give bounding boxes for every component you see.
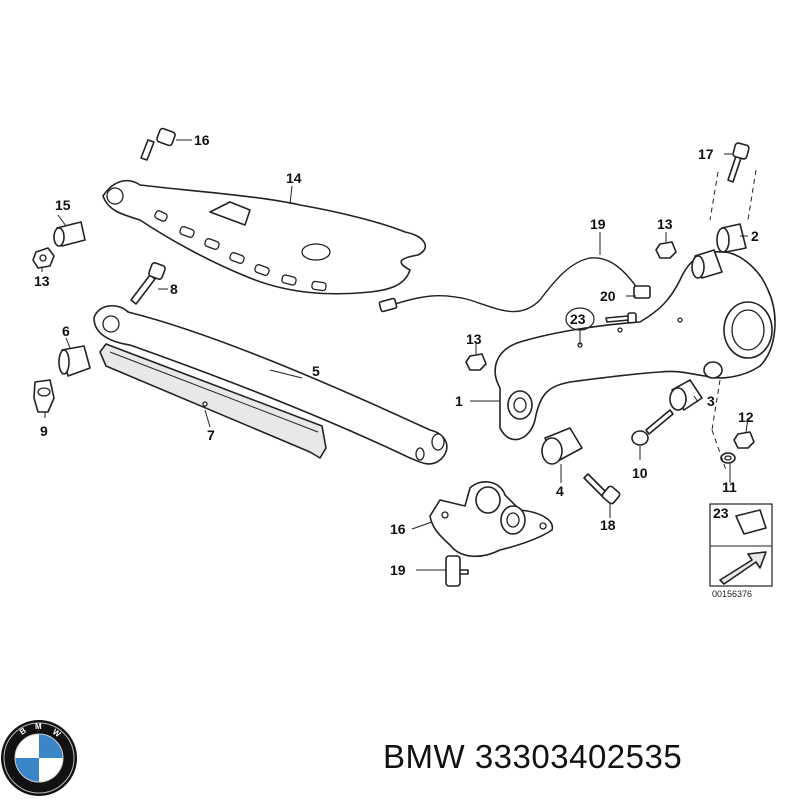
bushing-2-lower	[691, 249, 723, 279]
callout-13-middle: 13	[466, 331, 482, 347]
callout-20: 19	[390, 562, 406, 578]
bolt-22	[605, 312, 637, 324]
dash-17b	[747, 169, 757, 221]
bolt-16	[140, 127, 176, 161]
callout-18: 16	[390, 521, 406, 537]
bushing-4	[541, 427, 583, 465]
wheel-carrier-1	[494, 251, 776, 441]
callout-23: 23	[570, 311, 586, 327]
callout-19: 18	[600, 517, 616, 533]
bushing-15	[53, 221, 86, 247]
bolt-10	[631, 409, 674, 446]
callout-13-left: 13	[34, 273, 50, 289]
part-number: 33303402535	[474, 738, 683, 775]
callout-2: 2	[751, 228, 759, 244]
sleeve-9	[33, 379, 55, 413]
nut-12	[733, 431, 755, 449]
link-5	[93, 305, 448, 465]
bolt-20	[445, 555, 469, 587]
callout-1: 1	[455, 393, 463, 409]
callout-7: 7	[207, 427, 215, 443]
cover-7	[99, 343, 327, 459]
callout-6: 6	[62, 323, 70, 339]
callout-9: 9	[40, 423, 48, 439]
bmw-logo: B M W	[1, 720, 77, 796]
control-arm-14	[102, 179, 427, 295]
callout-3: 3	[707, 393, 715, 409]
part-caption: BMW 33303402535	[383, 738, 682, 776]
leader-lines	[41, 139, 749, 571]
callout-11: 11	[722, 479, 737, 495]
dash-17	[709, 171, 719, 221]
callout-13-upper: 13	[657, 216, 673, 232]
svg-text:W: W	[51, 727, 63, 739]
callout-5: 5	[312, 363, 320, 379]
inset-23	[709, 503, 773, 587]
callout-17: 17	[698, 146, 714, 162]
washer-11	[720, 452, 736, 464]
brand-name: BMW	[383, 738, 466, 775]
callout-8: 8	[170, 281, 178, 297]
bushing-2	[716, 223, 747, 253]
callout-16: 16	[194, 132, 210, 148]
bushing-3	[669, 379, 703, 411]
svg-text:M: M	[35, 722, 42, 731]
callout-23-ring	[565, 307, 595, 331]
nut-13-left	[32, 247, 55, 269]
callout-15: 15	[55, 197, 71, 213]
bushing-6	[58, 345, 91, 377]
nut-13-middle	[465, 353, 487, 371]
drawing-number: 00156376	[712, 589, 752, 599]
nut-13-upper-right	[655, 241, 677, 259]
dash-12	[711, 429, 727, 471]
callout-12: 12	[738, 409, 754, 425]
callout-21: 19	[590, 216, 606, 232]
bolt-19	[583, 473, 621, 505]
callout-23-inset: 23	[713, 505, 729, 521]
svg-text:B: B	[18, 726, 28, 737]
callout-14: 14	[286, 170, 302, 186]
callout-4: 4	[556, 483, 564, 499]
callout-labels: 16 14 15 13 8 6 9 5 7 19 13 17 2 20 23 1…	[34, 132, 759, 599]
sensor-cable-21	[378, 257, 651, 313]
bolt-17	[727, 142, 750, 183]
callout-10: 10	[632, 465, 648, 481]
callout-22: 20	[600, 288, 616, 304]
bolt-8	[130, 262, 166, 305]
mount-18	[429, 481, 554, 558]
